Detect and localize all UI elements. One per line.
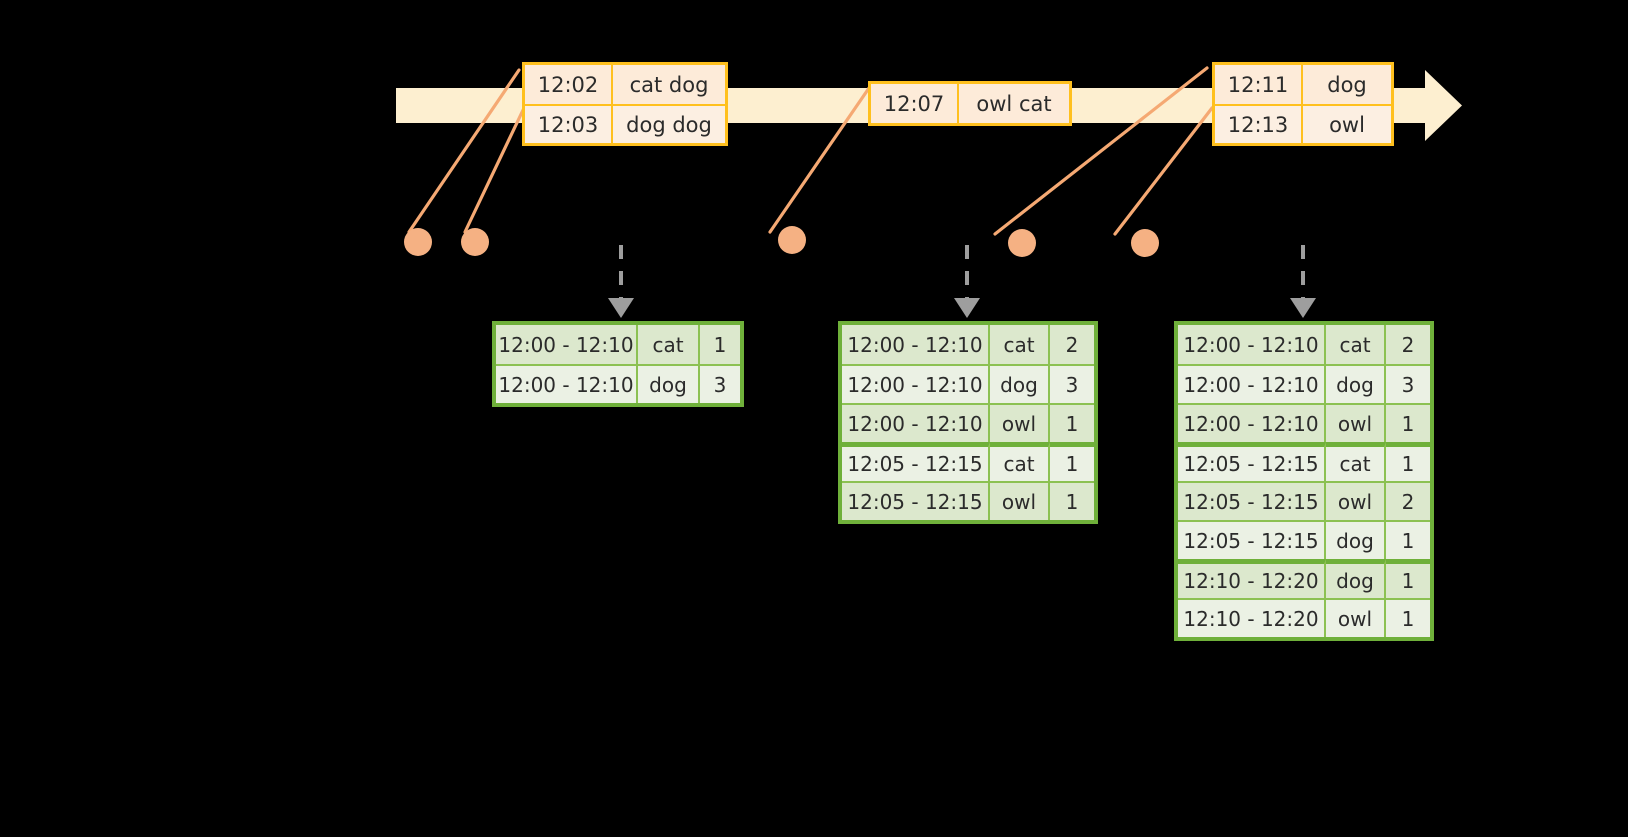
count-cell: 1 xyxy=(1386,520,1430,559)
event-words: owl cat xyxy=(959,84,1069,123)
table-row[interactable]: 12:10 - 12:20 owl 1 xyxy=(1178,598,1430,637)
window-cell: 12:00 - 12:10 xyxy=(1178,403,1326,442)
event-words: owl xyxy=(1303,104,1391,143)
word-cell: dog xyxy=(990,364,1050,403)
count-cell: 3 xyxy=(700,364,740,403)
count-cell: 1 xyxy=(1050,442,1094,481)
dashed-arrow-3 xyxy=(1290,245,1316,318)
window-cell: 12:00 - 12:10 xyxy=(1178,325,1326,364)
table-row[interactable]: 12:05 - 12:15 owl 1 xyxy=(842,481,1094,520)
event-time: 12:02 xyxy=(525,65,613,104)
count-cell: 1 xyxy=(1386,403,1430,442)
table-row[interactable]: 12:05 - 12:15 cat 1 xyxy=(842,442,1094,481)
dot-5 xyxy=(1131,229,1159,257)
dashed-arrow-2 xyxy=(954,245,980,318)
event-row[interactable]: 12:11 dog xyxy=(1215,65,1391,104)
word-cell: cat xyxy=(990,442,1050,481)
connector-line-5 xyxy=(1113,106,1214,236)
event-time: 12:11 xyxy=(1215,65,1303,104)
window-cell: 12:05 - 12:15 xyxy=(842,481,990,520)
word-cell: cat xyxy=(638,325,700,364)
window-cell: 12:00 - 12:10 xyxy=(496,325,638,364)
event-time: 12:07 xyxy=(871,84,959,123)
window-cell: 12:00 - 12:10 xyxy=(842,325,990,364)
result-table-2[interactable]: 12:00 - 12:10 cat 2 12:00 - 12:10 dog 3 … xyxy=(838,321,1098,524)
dot-2 xyxy=(461,228,489,256)
word-cell: owl xyxy=(990,481,1050,520)
table-row[interactable]: 12:10 - 12:20 dog 1 xyxy=(1178,559,1430,598)
connector-line-2 xyxy=(463,106,526,234)
event-row[interactable]: 12:03 dog dog xyxy=(525,104,725,143)
count-cell: 1 xyxy=(1050,403,1094,442)
table-row[interactable]: 12:00 - 12:10 owl 1 xyxy=(1178,403,1430,442)
word-cell: cat xyxy=(990,325,1050,364)
word-cell: cat xyxy=(1326,325,1386,364)
word-cell: owl xyxy=(1326,598,1386,637)
word-cell: dog xyxy=(1326,559,1386,598)
dashed-arrow-1 xyxy=(608,245,634,318)
count-cell: 2 xyxy=(1386,325,1430,364)
word-cell: dog xyxy=(1326,364,1386,403)
event-words: dog xyxy=(1303,65,1391,104)
connector-line-3 xyxy=(768,86,871,234)
count-cell: 1 xyxy=(1050,481,1094,520)
result-table-3[interactable]: 12:00 - 12:10 cat 2 12:00 - 12:10 dog 3 … xyxy=(1174,321,1434,641)
window-cell: 12:10 - 12:20 xyxy=(1178,598,1326,637)
table-row[interactable]: 12:00 - 12:10 cat 2 xyxy=(1178,325,1430,364)
word-cell: dog xyxy=(638,364,700,403)
window-cell: 12:00 - 12:10 xyxy=(842,364,990,403)
event-row[interactable]: 12:02 cat dog xyxy=(525,65,725,104)
window-cell: 12:05 - 12:15 xyxy=(1178,481,1326,520)
count-cell: 2 xyxy=(1050,325,1094,364)
window-cell: 12:10 - 12:20 xyxy=(1178,559,1326,598)
event-box-group-2[interactable]: 12:07 owl cat xyxy=(868,81,1072,126)
event-row[interactable]: 12:13 owl xyxy=(1215,104,1391,143)
event-row[interactable]: 12:07 owl cat xyxy=(871,84,1069,123)
count-cell: 1 xyxy=(1386,598,1430,637)
window-cell: 12:05 - 12:15 xyxy=(1178,442,1326,481)
count-cell: 1 xyxy=(700,325,740,364)
dot-4 xyxy=(1008,229,1036,257)
event-time: 12:13 xyxy=(1215,104,1303,143)
table-row[interactable]: 12:00 - 12:10 dog 3 xyxy=(496,364,740,403)
table-row[interactable]: 12:05 - 12:15 dog 1 xyxy=(1178,520,1430,559)
count-cell: 1 xyxy=(1386,559,1430,598)
table-row[interactable]: 12:00 - 12:10 dog 3 xyxy=(1178,364,1430,403)
dot-1 xyxy=(404,228,432,256)
result-table-1[interactable]: 12:00 - 12:10 cat 1 12:00 - 12:10 dog 3 xyxy=(492,321,744,407)
event-words: dog dog xyxy=(613,104,725,143)
table-row[interactable]: 12:00 - 12:10 dog 3 xyxy=(842,364,1094,403)
event-box-group-3[interactable]: 12:11 dog 12:13 owl xyxy=(1212,62,1394,146)
event-box-group-1[interactable]: 12:02 cat dog 12:03 dog dog xyxy=(522,62,728,146)
count-cell: 1 xyxy=(1386,442,1430,481)
word-cell: dog xyxy=(1326,520,1386,559)
event-time: 12:03 xyxy=(525,104,613,143)
window-cell: 12:00 - 12:10 xyxy=(496,364,638,403)
window-cell: 12:00 - 12:10 xyxy=(1178,364,1326,403)
table-row[interactable]: 12:05 - 12:15 cat 1 xyxy=(1178,442,1430,481)
dot-3 xyxy=(778,226,806,254)
table-row[interactable]: 12:00 - 12:10 cat 2 xyxy=(842,325,1094,364)
word-cell: owl xyxy=(1326,481,1386,520)
word-cell: owl xyxy=(990,403,1050,442)
connector-line-1 xyxy=(407,68,521,234)
dashed-arrows xyxy=(608,245,1316,318)
table-row[interactable]: 12:00 - 12:10 owl 1 xyxy=(842,403,1094,442)
word-cell: owl xyxy=(1326,403,1386,442)
window-cell: 12:00 - 12:10 xyxy=(842,403,990,442)
event-words: cat dog xyxy=(613,65,725,104)
window-cell: 12:05 - 12:15 xyxy=(1178,520,1326,559)
connector-dots xyxy=(404,226,1159,257)
word-cell: cat xyxy=(1326,442,1386,481)
count-cell: 3 xyxy=(1386,364,1430,403)
table-row[interactable]: 12:00 - 12:10 cat 1 xyxy=(496,325,740,364)
window-cell: 12:05 - 12:15 xyxy=(842,442,990,481)
count-cell: 2 xyxy=(1386,481,1430,520)
count-cell: 3 xyxy=(1050,364,1094,403)
table-row[interactable]: 12:05 - 12:15 owl 2 xyxy=(1178,481,1430,520)
